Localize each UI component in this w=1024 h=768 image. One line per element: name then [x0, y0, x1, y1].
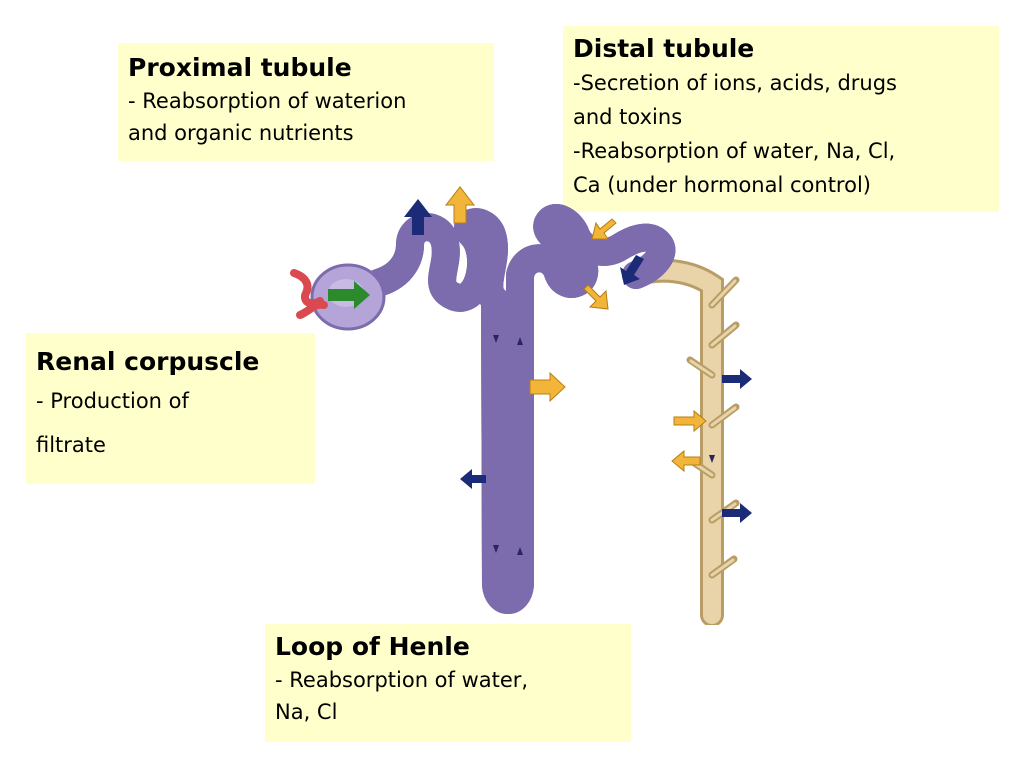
- distal-tubule-description: -Secretion of ions, acids, drugs and tox…: [573, 71, 897, 197]
- nephron-diagram: [290, 186, 752, 625]
- blood-vessel-icon: [290, 269, 328, 319]
- distal-tubule-label: Distal tubule -Secretion of ions, acids,…: [563, 26, 999, 212]
- renal-corpuscle-label: Renal corpuscle - Production of filtrate: [26, 333, 315, 484]
- secretion-arrow-icon: [444, 186, 707, 473]
- proximal-tubule-label: Proximal tubule - Reabsorption of wateri…: [118, 43, 494, 161]
- proximal-tubule-description: - Reabsorption of waterion and organic n…: [128, 89, 407, 145]
- nephron-tubule: [364, 218, 661, 600]
- loop-of-henle-label: Loop of Henle - Reabsorption of water, N…: [265, 624, 631, 742]
- proximal-tubule-title: Proximal tubule: [128, 53, 352, 82]
- loop-of-henle-description: - Reabsorption of water, Na, Cl: [275, 668, 529, 724]
- flow-direction-arrows: [493, 335, 715, 555]
- distal-tubule-title: Distal tubule: [573, 34, 755, 63]
- renal-corpuscle-title: Renal corpuscle: [36, 347, 260, 376]
- collecting-duct: [624, 258, 740, 625]
- filtration-arrow-icon: [328, 281, 370, 309]
- renal-corpuscle-description: - Production of filtrate: [36, 389, 189, 457]
- loop-of-henle-title: Loop of Henle: [275, 632, 470, 661]
- reabsorption-arrow-icon: [404, 199, 752, 523]
